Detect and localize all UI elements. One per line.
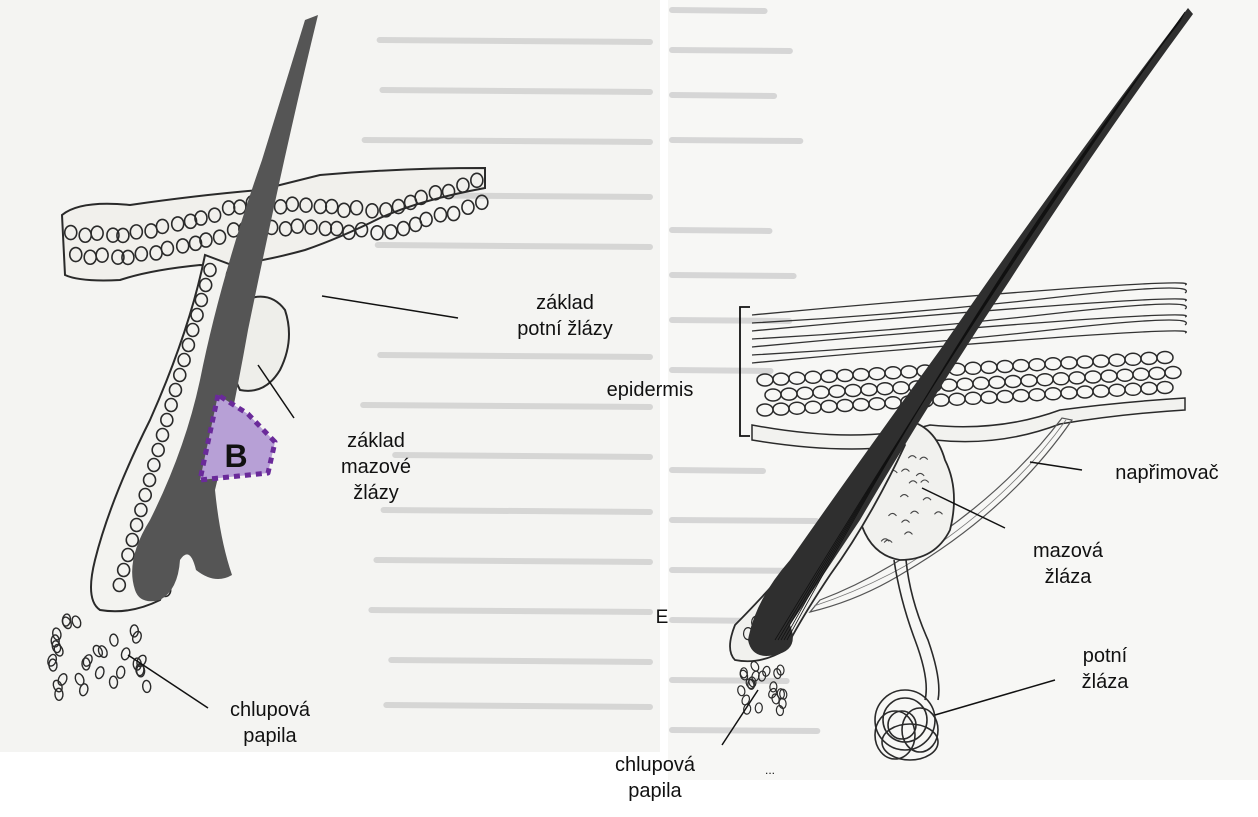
label-arrector: napřimovač	[1082, 460, 1252, 486]
faint-line	[384, 510, 650, 512]
faint-line	[380, 40, 650, 42]
faint-line	[672, 730, 817, 731]
faint-line	[672, 470, 763, 471]
label-sweat-gland: potní žláza	[1050, 643, 1160, 695]
faint-line	[672, 50, 790, 51]
region-b-letter: B	[224, 438, 247, 474]
faint-line	[380, 355, 650, 357]
faint-line	[672, 10, 765, 11]
faint-line	[376, 560, 650, 562]
label-left-hair-papilla: chlupová papila	[200, 697, 340, 749]
faint-line	[391, 660, 650, 662]
label-sebaceous-gland-base: základ mazové žlázy	[316, 428, 436, 506]
faint-line	[672, 370, 771, 371]
faint-line	[382, 90, 650, 92]
faint-line	[672, 275, 794, 276]
label-sweat-gland-base: základ potní žlázy	[490, 290, 640, 342]
faint-line	[365, 140, 650, 142]
faint-line	[672, 230, 769, 231]
ellipsis-mark: ...	[760, 757, 780, 783]
label-sebaceous-gland: mazová žláza	[1013, 538, 1123, 590]
label-right-hair-papilla: chlupová papila	[585, 752, 725, 804]
faint-line	[363, 405, 650, 407]
faint-line	[672, 520, 816, 521]
faint-line	[672, 140, 800, 141]
faint-line	[672, 95, 774, 96]
stage-letter: E	[652, 605, 672, 631]
faint-line	[378, 245, 650, 247]
left-page-background	[0, 0, 660, 752]
label-epidermis: epidermis	[575, 377, 725, 403]
faint-line	[672, 680, 787, 681]
faint-line	[386, 705, 650, 707]
faint-line	[672, 320, 789, 321]
faint-line	[371, 610, 650, 612]
